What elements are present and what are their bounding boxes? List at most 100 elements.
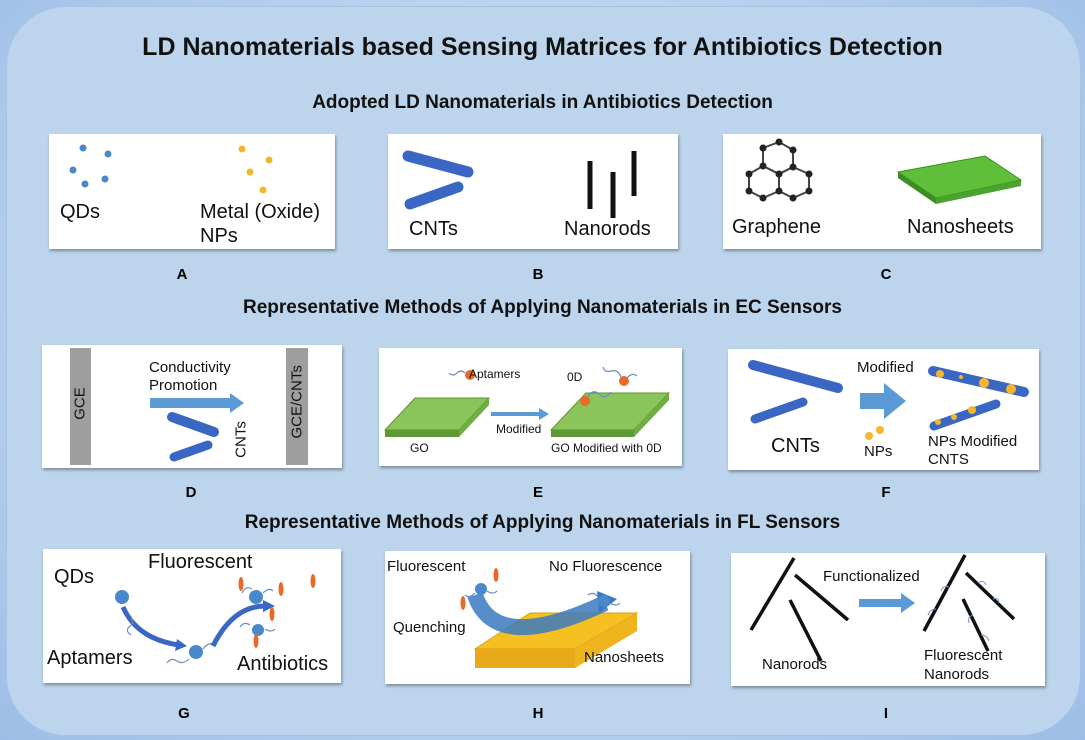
label-nps-modified: NPs Modified [928, 433, 1018, 450]
aptamer-strand [626, 373, 638, 379]
label-cnts-modified: CNTS [928, 451, 969, 468]
zero-d-particle [580, 396, 590, 406]
functional-groups [927, 580, 1000, 642]
panel-g: QDs Fluorescent Aptamers Antibiotics [43, 549, 341, 683]
panel-b: CNTs Nanorods [388, 134, 678, 249]
antibiotic [460, 596, 466, 610]
go-modified-edge [634, 393, 669, 437]
nanosheet-surface [896, 155, 1023, 199]
qd-dot [81, 180, 89, 188]
label-modified-f: Modified [857, 359, 914, 376]
qd-aptamer-complex [189, 645, 203, 659]
functionalized-arrow [859, 593, 915, 613]
antibiotic [278, 582, 284, 596]
nanorod [749, 557, 796, 631]
nanosheet-edge [575, 613, 637, 668]
np-dot [265, 156, 273, 164]
aptamer-strand [602, 366, 622, 378]
cnt-tube [748, 360, 843, 393]
panel-letter-f: F [881, 484, 891, 501]
panel-g-graphic [115, 574, 316, 664]
panel-c-graphic [745, 138, 1023, 204]
zero-d-particle [619, 376, 629, 386]
panel-letter-a: A [176, 266, 188, 283]
cnt-tube [402, 150, 474, 178]
cnt-tube [404, 181, 464, 210]
panel-i-graphic [749, 554, 1016, 662]
antibiotic [269, 607, 275, 621]
antibiotic [253, 634, 259, 648]
label-antibiotics: Antibiotics [237, 653, 329, 675]
promotion-arrow [150, 393, 244, 413]
gce-electrode [70, 348, 91, 465]
label-qds-g: QDs [54, 566, 94, 588]
nanorod [793, 573, 850, 622]
qd-fluorescent [252, 624, 264, 636]
go-sheet-edge [459, 398, 489, 437]
panel-h: Fluorescent No Fluorescence Quenching Na… [385, 551, 690, 684]
np-dot [259, 186, 267, 194]
panel-letter-i: I [883, 705, 889, 722]
aptamer-strand [126, 616, 134, 636]
aptamer-strand [586, 391, 612, 399]
label-conductivity: Conductivity [149, 359, 231, 376]
panel-b-graphic [402, 150, 637, 218]
main-title: LD Nanomaterials based Sensing Matrices … [142, 33, 943, 61]
curved-arrow [120, 605, 180, 648]
label-fluorescent-nanorods-1: Fluorescent [924, 647, 1003, 664]
panel-letter-d: D [185, 484, 197, 501]
label-functionalized: Functionalized [823, 568, 920, 585]
panel-f: Modified CNTs NPs NPs Modified CNTS [728, 349, 1039, 470]
go-modified-sheet [549, 392, 671, 431]
cnt-tube [750, 397, 808, 424]
np-dot [238, 145, 246, 153]
qd-particle [475, 583, 487, 595]
qd-dots [69, 144, 112, 188]
modified-arrow [491, 408, 549, 420]
qd-particle [115, 590, 129, 604]
quenching-arrow [467, 592, 609, 636]
qd-dot [104, 150, 112, 158]
panel-e-graphic [383, 366, 671, 437]
aptamer-strand [239, 587, 276, 632]
panel-d: Conductivity Promotion GCE GCE/CNTs CNTs [42, 345, 342, 468]
panel-c: Graphene Nanosheets [723, 134, 1041, 249]
aptamer-strand [464, 590, 498, 598]
cnt-tube [169, 440, 213, 462]
aptamer-strand [448, 370, 466, 376]
qd-dot [79, 144, 87, 152]
panel-a: QDs Metal (Oxide) NPs [49, 134, 335, 249]
label-nanosheets-h: Nanosheets [584, 649, 665, 666]
modified-arrow [860, 383, 906, 419]
curved-arrow-head [175, 639, 187, 651]
panel-f-graphic [748, 360, 1029, 440]
aptamer-strand [166, 658, 190, 664]
label-fluorescent-g: Fluorescent [148, 551, 253, 573]
label-nanosheets: Nanosheets [907, 216, 1014, 238]
np-modified-cnt [929, 399, 1001, 431]
nanosheet-edge [475, 649, 575, 668]
label-gce-cnts: GCE/CNTs [288, 365, 306, 439]
label-cnts-d: CNTs [232, 421, 250, 458]
label-go-modified: GO Modified with 0D [551, 441, 662, 455]
label-fluorescent-nanorods-2: Nanorods [924, 666, 990, 683]
go-modified-edge [551, 430, 634, 437]
np-dot [246, 168, 254, 176]
label-go: GO [410, 441, 429, 455]
fluorescent-nanorod [961, 598, 990, 652]
fluorescent-nanorod [922, 554, 967, 632]
nanosheet-edge [898, 172, 936, 204]
section-title-adopted: Adopted LD Nanomaterials in Antibiotics … [312, 92, 773, 113]
panel-i: Functionalized Nanorods Fluorescent Nano… [731, 553, 1045, 686]
gce-cnts-electrode [286, 348, 308, 465]
qd-dot [69, 166, 77, 174]
label-aptamers-e: Aptamers [469, 367, 521, 381]
label-modified-e: Modified [496, 422, 542, 436]
nanorod [788, 599, 823, 662]
fluorescent-nanorod [964, 571, 1016, 621]
metal-np-dots [238, 145, 273, 194]
label-graphene: Graphene [732, 216, 821, 238]
panel-h-graphic [460, 568, 639, 668]
antibiotic [238, 577, 244, 591]
